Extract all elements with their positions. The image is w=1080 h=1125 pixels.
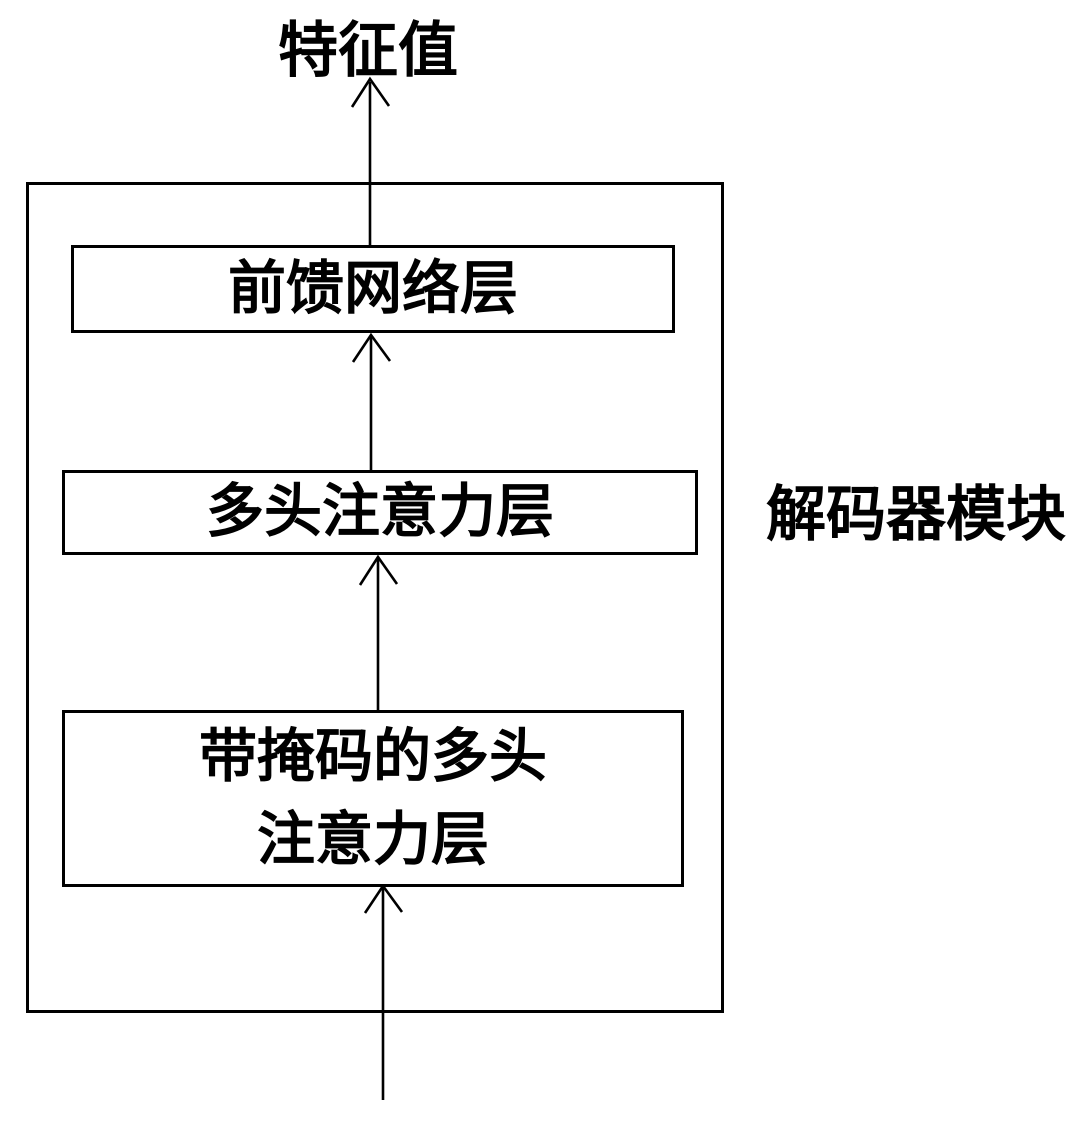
decoder-module-label: 解码器模块	[766, 481, 1066, 548]
node-label: 多头注意力层	[205, 479, 554, 545]
output-label: 特征值	[278, 17, 458, 84]
decoder-module-box	[26, 182, 724, 1013]
node-label-line-2: 注意力层	[256, 806, 489, 872]
node-label: 前馈网络层	[227, 255, 518, 321]
node-multi-head-attention-layer: 多头注意力层	[62, 470, 698, 555]
node-feed-forward-layer: 前馈网络层	[71, 245, 675, 333]
node-label-line-1: 带掩码的多头	[198, 724, 547, 790]
node-masked-multi-head-attention-layer: 带掩码的多头 注意力层	[62, 710, 684, 887]
